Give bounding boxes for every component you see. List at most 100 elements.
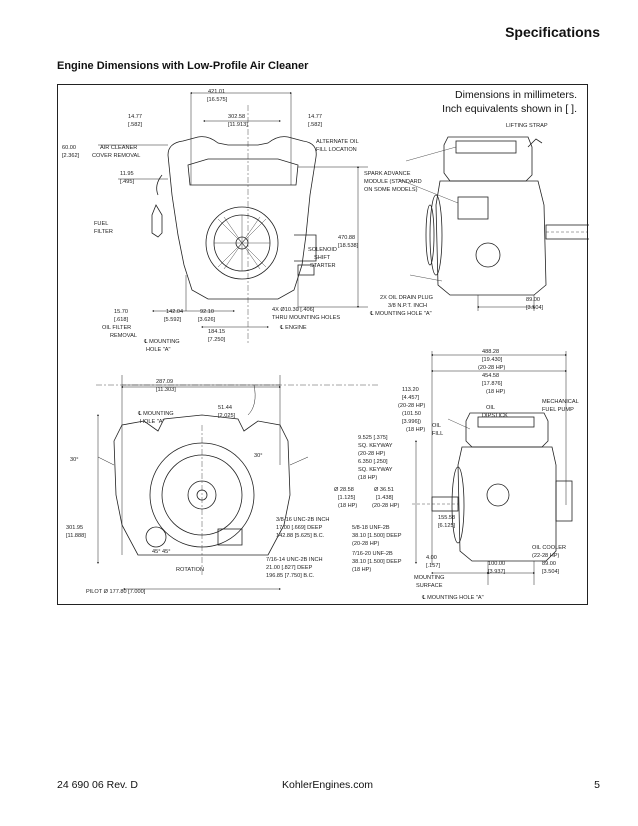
thread-58-label-2: 38.10 [1.500] DEEP bbox=[352, 533, 402, 539]
holes-label-1: 4X Ø10.30 [.406] bbox=[272, 307, 315, 313]
front-view-labels: 421.01 [16.575] 14.77 [.582] 302.58 [11.… bbox=[62, 89, 359, 353]
mount-hole-b-label-1: ℄ MOUNTING bbox=[137, 411, 174, 417]
mount-hole-b-label-2: HOLE "A" bbox=[140, 419, 165, 425]
dim-101-50: (101.50 bbox=[402, 411, 421, 417]
solenoid-label-1: SOLENOID bbox=[308, 247, 337, 253]
thread-38-label-2: 17.00 [.669] DEEP bbox=[276, 525, 323, 531]
keyway-1-label-1: 9.525 [.375] bbox=[358, 435, 388, 441]
oil-fill-label-1: OIL bbox=[432, 423, 441, 429]
shaft-view-labels: 488.28 [19.430] (20-28 HP) 454.58 [17.87… bbox=[334, 349, 579, 601]
units-note-line-2: Inch equivalents shown in [ ]. bbox=[442, 103, 577, 115]
thread-38-label-3: 142.88 [5.625] B.C. bbox=[276, 533, 325, 539]
solenoid-label-2: SHIFT bbox=[314, 255, 331, 261]
shaft-dia-2-in: [1.438] bbox=[376, 495, 394, 501]
dim-142-04: 142.04 bbox=[166, 309, 183, 315]
spark-module-label-1: SPARK ADVANCE bbox=[364, 171, 411, 177]
angle-30-left: 30° bbox=[70, 457, 78, 463]
engine-dimensions-figure: Dimensions in millimeters. Inch equivale… bbox=[57, 84, 589, 605]
lifting-strap-label: LIFTING STRAP bbox=[506, 123, 548, 129]
dim-302-58-in: [11.913] bbox=[228, 122, 248, 128]
website-link[interactable]: KohlerEngines.com bbox=[282, 779, 374, 791]
keyway-2-label-1: 6.350 [.250] bbox=[358, 459, 388, 465]
shaft-dia-1: Ø 28.58 bbox=[334, 487, 354, 493]
dim-11-95: 11.95 bbox=[120, 171, 134, 177]
dim-101-50-in: [3.996]) bbox=[402, 419, 421, 425]
thread-58-label-3: (20-28 HP) bbox=[352, 541, 379, 547]
dim-155-58: 155.58 bbox=[438, 515, 455, 521]
dim-60-00-in: [2.362] bbox=[62, 153, 80, 159]
shaft-dia-2-hp: (20-28 HP) bbox=[372, 503, 399, 509]
engine-drawing: 421.01 [16.575] 14.77 [.582] 302.58 [11.… bbox=[62, 89, 589, 601]
hp-20-28-label-b: (20-28 HP) bbox=[398, 403, 425, 409]
dim-14-77-right: 14.77 bbox=[308, 114, 322, 120]
dim-14-77-right-in: [.582] bbox=[308, 122, 322, 128]
side-view-labels: LIFTING STRAP SPARK ADVANCE MODULE (STAN… bbox=[364, 123, 548, 317]
front-view-drawing bbox=[98, 92, 368, 345]
mount-hole-a-label-1: ℄ MOUNTING bbox=[143, 339, 180, 345]
side-view-drawing bbox=[397, 136, 589, 311]
shaft-dia-2: Ø 36.51 bbox=[374, 487, 394, 493]
keyway-1-label-3: (20-28 HP) bbox=[358, 451, 385, 457]
pilot-label: PILOT Ø 177.80 [7.000] bbox=[86, 589, 146, 595]
dim-overall-width-in: [16.575] bbox=[207, 97, 228, 103]
dim-overall-width: 421.01 bbox=[208, 89, 225, 95]
dim-89-00-in: [3.504] bbox=[526, 305, 544, 311]
units-note-line-1: Dimensions in millimeters. bbox=[455, 89, 577, 101]
dim-155-58-in: [6.125] bbox=[438, 523, 456, 529]
dim-14-77-left: 14.77 bbox=[128, 114, 142, 120]
oil-fill-label-2: FILL bbox=[432, 431, 443, 437]
flywheel-view-labels: 287.09 [11.303] ℄ MOUNTING HOLE "A" 51.4… bbox=[66, 379, 329, 595]
dim-287-09-in: [11.303] bbox=[156, 387, 176, 393]
dim-287-09: 287.09 bbox=[156, 379, 173, 385]
solenoid-label-3: STARTER bbox=[310, 263, 336, 269]
mounting-surface-label-2: SURFACE bbox=[416, 583, 443, 589]
keyway-2-label-2: SQ. KEYWAY bbox=[358, 467, 393, 473]
hp-18-label-b: (18 HP) bbox=[406, 427, 425, 433]
dipstick-label-2: DIPSTICK bbox=[482, 413, 508, 419]
dim-60-00: 60.00 bbox=[62, 145, 76, 151]
thread-716b-label-3: (18 HP) bbox=[352, 567, 371, 573]
flywheel-view-drawing bbox=[96, 375, 378, 590]
thread-58-label-1: 5/8-18 UNF-2B bbox=[352, 525, 390, 531]
dim-89-00-b-in: [3.504] bbox=[542, 569, 560, 575]
air-cleaner-label-2: COVER REMOVAL bbox=[92, 153, 140, 159]
drain-plug-label-1: 2X OIL DRAIN PLUG bbox=[380, 295, 433, 301]
dim-51-44-in: [2.025] bbox=[218, 413, 236, 419]
dim-184-15-in: [7.250] bbox=[208, 337, 226, 343]
dim-301-95: 301.95 bbox=[66, 525, 83, 531]
dim-92-10: 92.10 bbox=[200, 309, 214, 315]
fuel-pump-label-1: MECHANICAL bbox=[542, 399, 579, 405]
angle-45-label: 45° 45° bbox=[152, 549, 170, 555]
dim-301-95-in: [11.888] bbox=[66, 533, 86, 539]
page-number: 5 bbox=[594, 779, 600, 791]
thread-716-label-2: 21.00 [.827] DEEP bbox=[266, 565, 313, 571]
thread-716-label-3: 196.85 [7.750] B.C. bbox=[266, 573, 315, 579]
section-title: Engine Dimensions with Low-Profile Air C… bbox=[57, 60, 309, 72]
thread-716b-label-1: 7/16-20 UNF-2B bbox=[352, 551, 393, 557]
page-header: Specifications bbox=[505, 24, 600, 40]
dim-142-04-in: [5.592] bbox=[164, 317, 182, 323]
shaft-dia-1-hp: (18 HP) bbox=[338, 503, 357, 509]
angle-30-right: 30° bbox=[254, 453, 262, 459]
spark-module-label-3: ON SOME MODELS) bbox=[364, 187, 418, 193]
shaft-side-view-drawing bbox=[412, 351, 573, 585]
dim-184-15: 184.15 bbox=[208, 329, 225, 335]
dim-488-28-in: [19.430] bbox=[482, 357, 503, 363]
fuel-filter-label-1: FUEL bbox=[94, 221, 108, 227]
keyway-1-label-2: SQ. KEYWAY bbox=[358, 443, 393, 449]
air-cleaner-label-1: AIR CLEANER bbox=[100, 145, 137, 151]
dim-92-10-in: [3.626] bbox=[198, 317, 216, 323]
dim-15-70-in: [.618] bbox=[114, 317, 128, 323]
holes-label-2: THRU MOUNTING HOLES bbox=[272, 315, 340, 321]
dim-4-00-in: [.157] bbox=[426, 563, 440, 569]
dim-51-44: 51.44 bbox=[218, 405, 232, 411]
mounting-surface-label-1: MOUNTING bbox=[414, 575, 444, 581]
doc-number: 24 690 06 Rev. D bbox=[57, 779, 138, 791]
thread-716b-label-2: 38.10 [1.500] DEEP bbox=[352, 559, 402, 565]
oil-cooler-label-1: OIL COOLER bbox=[532, 545, 566, 551]
shaft-dia-1-in: [1.125] bbox=[338, 495, 356, 501]
dim-454-58: 454.58 bbox=[482, 373, 499, 379]
alt-oil-label-2: FILL LOCATION bbox=[316, 147, 357, 153]
drain-plug-label-3: ℄ MOUNTING HOLE "A" bbox=[369, 311, 432, 317]
dim-14-77-left-in: [.582] bbox=[128, 122, 142, 128]
